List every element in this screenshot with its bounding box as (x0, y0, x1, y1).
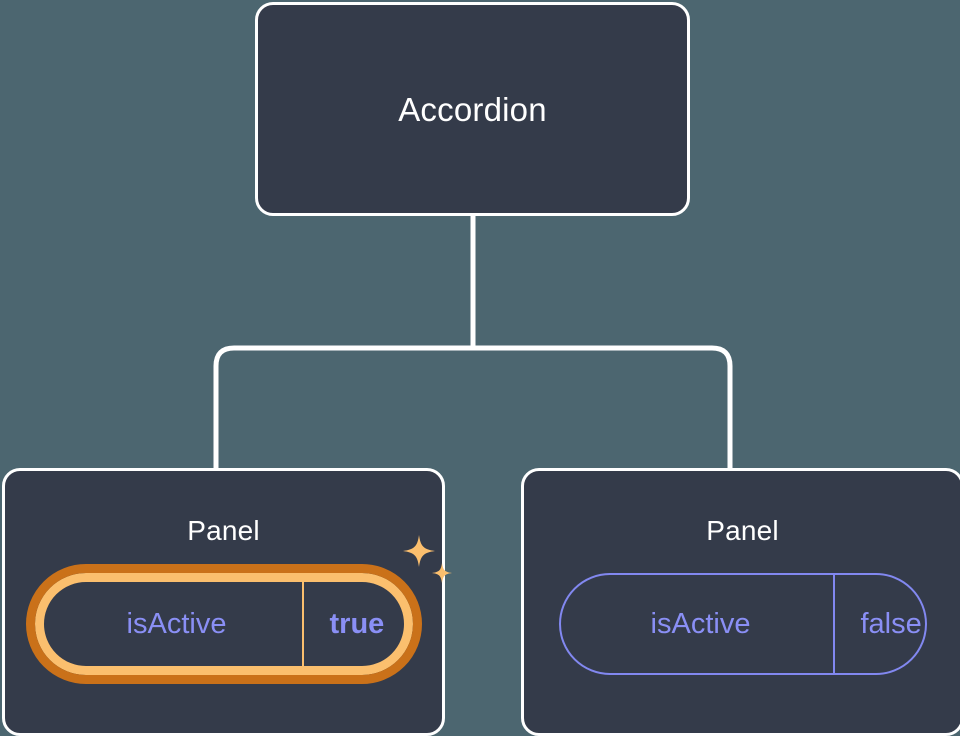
prop-key: isActive (650, 607, 751, 640)
node-accordion[interactable]: Accordion (255, 2, 690, 216)
node-panel-inactive[interactable]: Panel isActive false (521, 468, 960, 736)
prop-key: isActive (126, 607, 227, 640)
connector-branch (213, 345, 733, 470)
prop-pill-isactive-false[interactable]: isActive false (558, 573, 927, 675)
prop-value: true (301, 582, 419, 666)
prop-value: false (832, 575, 956, 673)
node-title: Accordion (398, 90, 547, 128)
node-panel-active[interactable]: Panel isActive true (2, 468, 452, 736)
prop-pill-isactive-true[interactable]: isActive true (25, 564, 422, 684)
prop-pill-wrapper: isActive true (25, 535, 452, 684)
node-title: Panel (187, 515, 260, 546)
prop-pill-wrapper: isActive false (558, 573, 927, 675)
node-title: Panel (706, 515, 779, 546)
